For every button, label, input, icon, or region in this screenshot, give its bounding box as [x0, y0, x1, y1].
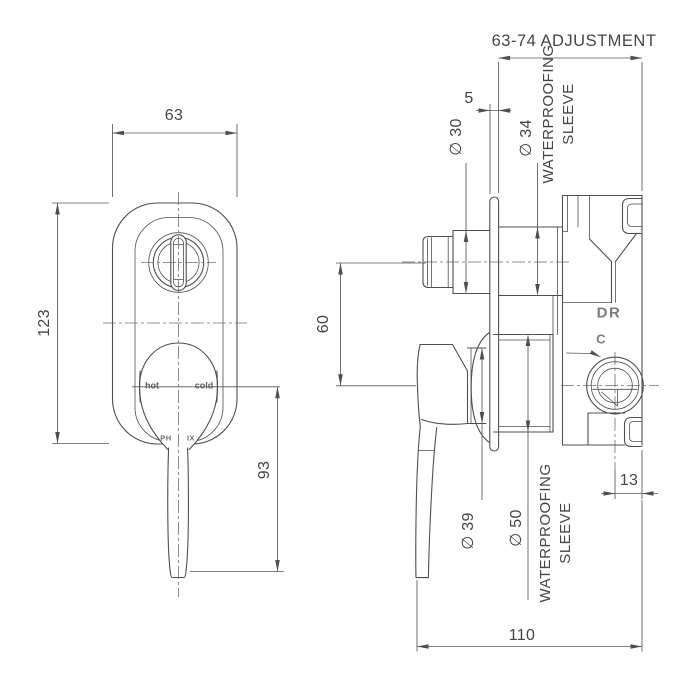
dim-dia34-label: ∅ 34 [518, 119, 535, 157]
outlet-port-inner [597, 367, 633, 404]
spindle-thread [422, 235, 454, 289]
front-view-dimensions [52, 124, 284, 572]
dim-123-label: 123 [36, 309, 53, 337]
brand-fragment-left: PH [160, 433, 172, 443]
dim-5-label: 5 [464, 90, 474, 107]
waterproofing-sleeve-note-bottom: WATERPROOFING SLEEVE [536, 464, 576, 603]
flange-plate [489, 196, 500, 452]
dim-dia50-label: ∅ 50 [508, 509, 525, 547]
brand-fragment-right: IX [186, 433, 196, 443]
dim-adjustment-label: 63-74 ADJUSTMENT [491, 31, 657, 50]
cold-label: cold [194, 380, 214, 391]
dim-60-label: 60 [315, 314, 332, 334]
waterproofing-top-line1: WATERPROOFING [540, 44, 557, 184]
dim-63-label: 63 [164, 107, 184, 124]
dim-dia30-label: ∅ 30 [448, 118, 465, 156]
waterproofing-sleeve-note-top: WATERPROOFING SLEEVE [539, 45, 579, 184]
body-bottom-boss [623, 416, 643, 448]
body-marking-c: C [596, 331, 606, 347]
waterproofing-bottom-line1: WATERPROOFING [537, 463, 554, 603]
dim-13-label: 13 [619, 472, 639, 489]
waterproofing-bottom-line2: SLEEVE [557, 502, 574, 564]
body-marking-dr: DR [596, 304, 622, 322]
body-top-boss [621, 197, 643, 235]
front-view-linework [103, 192, 247, 597]
side-lever-handle [415, 425, 438, 579]
dim-110-label: 110 [508, 627, 536, 644]
side-view-linework [402, 194, 659, 579]
side-view-dimensions [336, 55, 658, 652]
spindle-body [452, 229, 491, 295]
outlet-port-mid [590, 361, 640, 410]
dim-dia39-label: ∅ 39 [460, 512, 477, 550]
outlet-port-outer [586, 356, 644, 415]
hot-label: hot [145, 380, 159, 391]
side-lever-dome [470, 331, 491, 444]
dim-93-label: 93 [256, 460, 273, 480]
waterproofing-top-line2: SLEEVE [560, 83, 577, 145]
